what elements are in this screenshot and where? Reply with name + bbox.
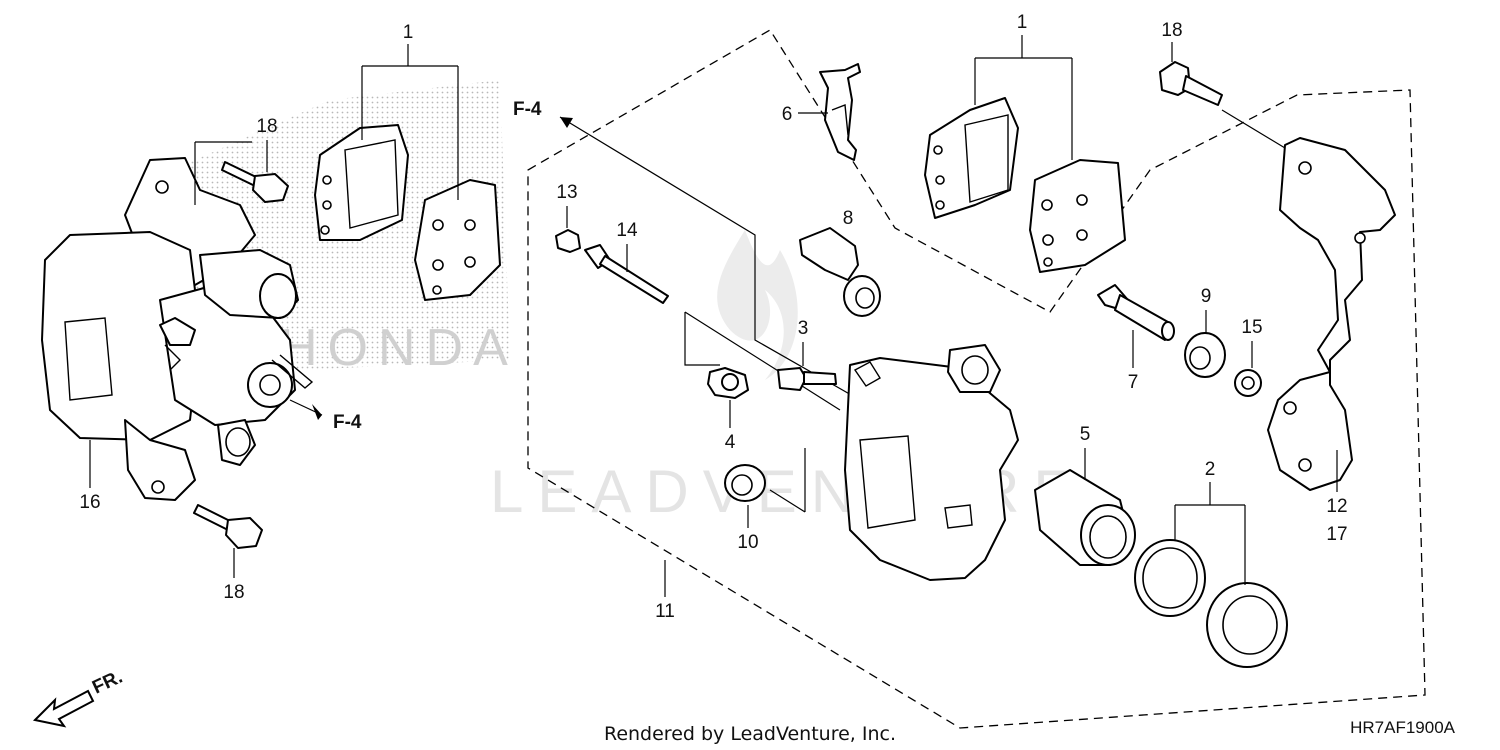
- callout-slide-pin[interactable]: 14: [616, 220, 638, 241]
- piston-seals-leader: [1174, 482, 1246, 585]
- callout-piston[interactable]: 5: [1080, 424, 1091, 445]
- boot-8[interactable]: [799, 227, 881, 317]
- bleeder-cap[interactable]: [707, 367, 749, 399]
- callout-left-bolt-bottom[interactable]: 18: [223, 582, 244, 603]
- front-direction-arrow: FR.: [32, 667, 126, 728]
- brake-pads[interactable]: [924, 97, 1126, 273]
- left-bolt-bottom[interactable]: [193, 504, 263, 549]
- caliper-body[interactable]: [844, 344, 1019, 581]
- pad-spring[interactable]: [819, 63, 861, 161]
- bleeder-screw[interactable]: [777, 367, 837, 391]
- callout-left-bolt-top[interactable]: 18: [256, 116, 277, 137]
- bracket-bolt-leader: [1171, 42, 1286, 149]
- callout-brake-pads[interactable]: 1: [1017, 12, 1028, 33]
- callout-caliper-body[interactable]: 11: [655, 601, 675, 622]
- brake-pads-leader: [974, 35, 1073, 160]
- boot-9[interactable]: [1184, 332, 1226, 378]
- callout-bleeder-cap[interactable]: 4: [725, 432, 736, 453]
- left-brake-pads[interactable]: [314, 124, 501, 301]
- slide-pin[interactable]: [584, 244, 669, 304]
- boot-10[interactable]: [724, 464, 766, 502]
- callout-boot-8[interactable]: 8: [843, 208, 854, 229]
- callout-boot-10[interactable]: 10: [737, 532, 758, 553]
- left-bolt-top[interactable]: [221, 161, 289, 203]
- callout-left-caliper[interactable]: 16: [79, 492, 100, 513]
- callout-bracket-bolt[interactable]: 18: [1161, 20, 1182, 41]
- callout-bracket-17[interactable]: 17: [1326, 524, 1347, 545]
- caliper-set-boundary: [527, 29, 1426, 729]
- svg-text:F-4: F-4: [333, 412, 362, 433]
- honda-watermark-text: HONDA: [280, 319, 518, 377]
- diagram-code: HR7AF1900A: [1350, 718, 1456, 737]
- left-bracket-leader: [194, 141, 252, 205]
- boot-13[interactable]: [555, 229, 581, 253]
- reference-f4-top[interactable]: F-4: [513, 99, 861, 401]
- callout-left-pad[interactable]: 1: [403, 22, 414, 43]
- svg-text:F-4: F-4: [513, 99, 542, 120]
- callout-boot-13[interactable]: 13: [556, 182, 577, 203]
- boot-10-leader: [747, 448, 806, 528]
- slide-pin-7[interactable]: [1097, 284, 1175, 341]
- ring-15[interactable]: [1234, 369, 1262, 397]
- callout-pad-spring[interactable]: 6: [782, 104, 793, 125]
- piston[interactable]: [1034, 469, 1136, 566]
- callout-slide-pin-7[interactable]: 7: [1128, 372, 1139, 393]
- slide-pin-leader: [626, 244, 841, 411]
- left-caliper-assembly[interactable]: [41, 157, 314, 501]
- svg-text:FR.: FR.: [89, 667, 126, 699]
- callout-ring-15[interactable]: 15: [1241, 317, 1262, 338]
- callout-bleeder[interactable]: 3: [798, 318, 809, 339]
- bracket-bolt[interactable]: [1159, 61, 1223, 106]
- caliper-bracket[interactable]: [1267, 137, 1396, 491]
- footer-credit: Rendered by LeadVenture, Inc.: [604, 723, 896, 745]
- callout-bracket-12[interactable]: 12: [1326, 496, 1347, 517]
- callout-piston-seals[interactable]: 2: [1205, 459, 1216, 480]
- piston-seals[interactable]: [1134, 539, 1288, 668]
- left-pad-leader: [361, 44, 459, 200]
- reference-f4-left[interactable]: F-4: [289, 399, 362, 433]
- callout-boot-9[interactable]: 9: [1201, 286, 1212, 307]
